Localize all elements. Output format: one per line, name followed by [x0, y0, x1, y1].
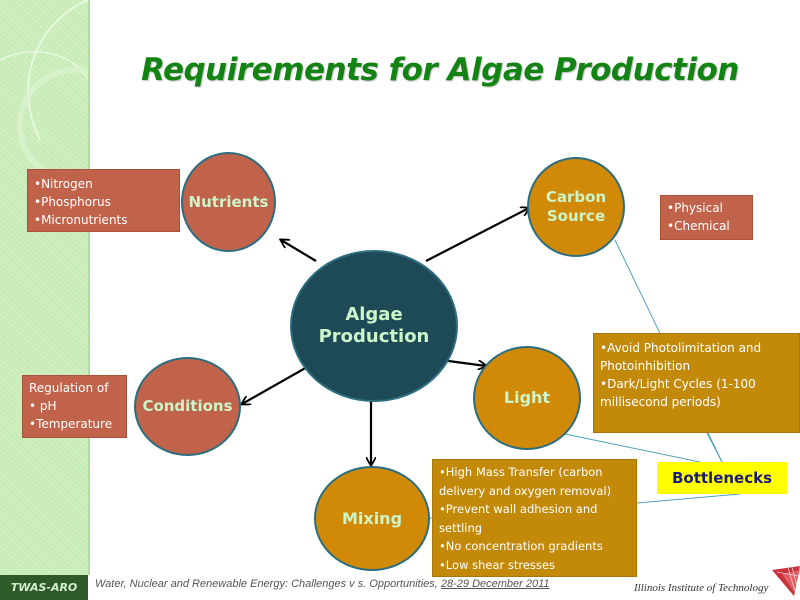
- light-detail-box: •Avoid Photolimitation and Photoinhibiti…: [593, 333, 800, 433]
- node-conditions: Conditions: [134, 357, 241, 456]
- arrow-to-nutrients: [281, 240, 317, 262]
- list-item: •Nitrogen: [34, 177, 93, 191]
- list-item: •High Mass Transfer (carbon delivery and…: [439, 465, 612, 498]
- list-item: •Phosphorus: [34, 195, 111, 209]
- link-light-bottlenecks: [564, 433, 701, 463]
- node-label: Carbon: [545, 188, 607, 207]
- footer-tag: TWAS-ARO: [0, 575, 88, 600]
- sidebar-decoration: [0, 0, 90, 575]
- arrow-to-carbon: [425, 208, 529, 262]
- node-nutrients: Nutrients: [181, 152, 276, 252]
- node-light: Light: [473, 346, 581, 450]
- node-label: Conditions: [142, 397, 233, 416]
- node-label: Mixing: [341, 508, 403, 528]
- event-title: Water, Nuclear and Renewable Energy: Cha…: [95, 578, 441, 590]
- list-item: • pH: [29, 399, 57, 413]
- list-item: •Dark/Light Cycles (1-100 millisecond pe…: [600, 377, 756, 409]
- list-item: •Chemical: [667, 219, 730, 233]
- conditions-detail-box: Regulation of • pH •Temperature: [22, 375, 127, 438]
- node-mixing: Mixing: [314, 466, 430, 571]
- list-item: •Avoid Photolimitation and Photoinhibiti…: [600, 341, 762, 373]
- mixing-detail-box: •High Mass Transfer (carbon delivery and…: [432, 459, 637, 577]
- list-item: •Temperature: [29, 417, 113, 431]
- node-label: Production: [318, 326, 430, 347]
- link-mixingbox-bottlenecks: [636, 493, 741, 504]
- footer-organization: Illinois Institute of Technology: [634, 582, 769, 594]
- list-item: •Micronutrients: [34, 213, 128, 227]
- list-item: •Physical: [667, 201, 723, 215]
- list-item: •No concentration gradients: [439, 539, 603, 553]
- node-label: Algae: [345, 303, 403, 325]
- list-item: Regulation of: [29, 381, 109, 395]
- arrow-to-conditions: [242, 361, 317, 404]
- node-label: Light: [503, 388, 551, 407]
- footer-event: Water, Nuclear and Renewable Energy: Cha…: [95, 578, 550, 590]
- list-item: •Low shear stresses: [439, 557, 555, 572]
- node-label: Nutrients: [188, 192, 269, 211]
- nutrients-detail-box: •Nitrogen •Phosphorus •Micronutrients: [27, 169, 180, 232]
- iit-logo-icon: [772, 566, 800, 596]
- list-item: •Prevent wall adhesion and settling: [439, 502, 598, 535]
- carbon-detail-box: •Physical •Chemical: [660, 195, 753, 240]
- slide-title: Requirements for Algae Production: [141, 52, 739, 88]
- link-lightbox-bottlenecks: [706, 432, 723, 463]
- node-label: Source: [546, 207, 606, 225]
- bottlenecks-label: Bottlenecks: [657, 462, 787, 494]
- event-date-link[interactable]: 28-29 December 2011: [440, 578, 550, 590]
